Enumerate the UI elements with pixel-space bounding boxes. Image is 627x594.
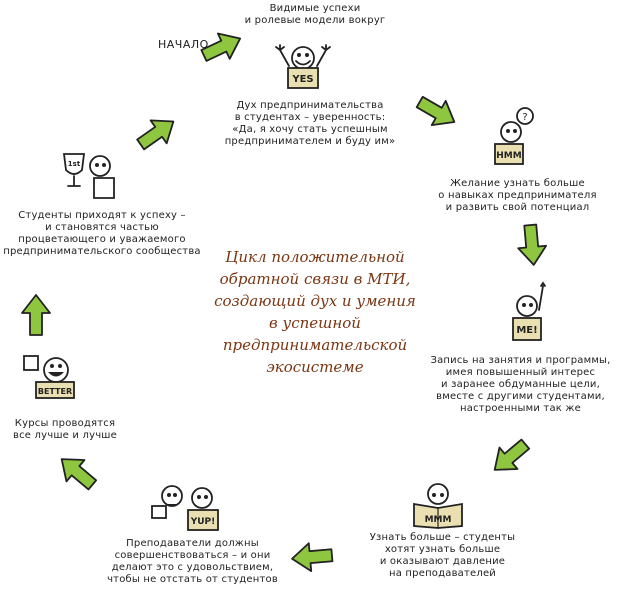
stage-better: Курсы проводятся все лучше и лучше [5,418,125,442]
stage-text-line: Видимые успехи [269,3,361,14]
cycle-arrow-icon [291,542,334,573]
stage-text-line: настроенными так же [460,403,581,414]
stage-text-line: Запись на занятия и программы, [430,355,611,366]
trophy-figure-icon: 1st [62,153,115,199]
cycle-title-line: создающий дух и умения [214,292,416,310]
cycle-title-line: обратной связи в МТИ, [219,270,411,288]
cycle-arrow-icon [415,95,456,127]
stage-text-line: совершенствоваться – и они [114,550,271,561]
stage-text-line: и заранее обдуманные цели, [441,379,600,390]
stage-text-line: предпринимательского сообщества [3,246,201,257]
smiling-figure-icon: BETTER [23,355,75,399]
stage-text-line: все лучше и лучше [12,430,118,441]
stage-text-line: чтобы не отстать от студентов [107,574,278,585]
sign-text: 1st [68,160,81,168]
reading-figure-icon: MMM [413,483,463,529]
thinking-figure-icon: ? HMM [494,107,534,165]
stage-text-line: и оказывают давление [379,556,506,567]
stage-curiosity: Желание узнать больше о навыках предприн… [430,178,605,214]
cycle-title-line: предпринимательской [222,336,408,354]
cycle-arrow-icon [136,119,175,151]
stage-text-line: в студентах – уверенность: [234,112,386,123]
stage-text-line: Преподаватели должны [126,538,259,549]
sign-text: BETTER [38,387,72,396]
stage-text-line: предпринимателем и буду им» [224,136,396,147]
stage-teachers: Преподаватели должны совершенствоваться … [95,538,290,586]
sign-text: HMM [496,151,521,161]
stage-text-line: хотят узнать больше [384,544,501,555]
stage-learning: Узнать больше – студенты хотят узнать бо… [355,532,530,580]
stage-text-line: Дух предпринимательства [236,100,384,111]
stage-text-line: Узнать больше – студенты [369,532,516,543]
stage-text-line: «Да, я хочу стать успешным [232,124,388,135]
two-figures-icon: YUP! [151,485,219,531]
stage-text-line: и развить свой потенциал [445,202,590,213]
stage-enrollment: Запись на занятия и программы, имея повы… [418,355,623,415]
svg-text:?: ? [522,112,527,123]
stage-text-line: и становятся частью [45,222,159,233]
stage-text-line: вместе с другими студентами, [436,391,605,402]
start-label: НАЧАЛО [158,38,209,51]
stage-text-line: о навыках предпринимателя [438,190,597,201]
stage-success: Студенты приходят к успеху – и становятс… [2,210,202,258]
hand-raised-figure-icon: ME! [512,281,546,341]
cycle-arrow-icon [200,32,242,62]
cycle-title-line: в успешной [269,314,361,332]
sign-text: ME! [516,325,537,336]
stage-text-line: и ролевые модели вокруг [244,15,386,26]
cycle-arrow-icon [517,223,548,266]
cycle-title: Цикл положительной обратной связи в МТИ,… [195,246,435,378]
cycle-arrow-icon [60,458,98,491]
cycle-arrow-icon [493,438,531,471]
stage-text-line: процветающего и уважаемого [18,234,186,245]
stage-text-line: Желание узнать больше [450,178,585,189]
cycle-title-line: Цикл положительной [225,248,405,266]
sign-text: YES [291,74,313,85]
sign-text: MMM [425,515,452,525]
sign-text: YUP! [190,517,216,527]
stage-text-line: делают это с удовольствием, [111,562,274,573]
stage-text-line: Курсы проводятся [14,418,116,429]
cycle-arrow-icon [21,294,51,336]
stage-text-line: Студенты приходят к успеху – [18,210,186,221]
stage-text-line: имея повышенный интерес [445,367,596,378]
cheering-figure-icon: YES [275,44,331,89]
stage-top-caption: Видимые успехи и ролевые модели вокруг [215,3,415,27]
stage-text-line: на преподавателей [388,568,497,579]
stage-spirit: Дух предпринимательства в студентах – ув… [205,100,415,148]
cycle-title-line: экосистеме [266,358,364,376]
